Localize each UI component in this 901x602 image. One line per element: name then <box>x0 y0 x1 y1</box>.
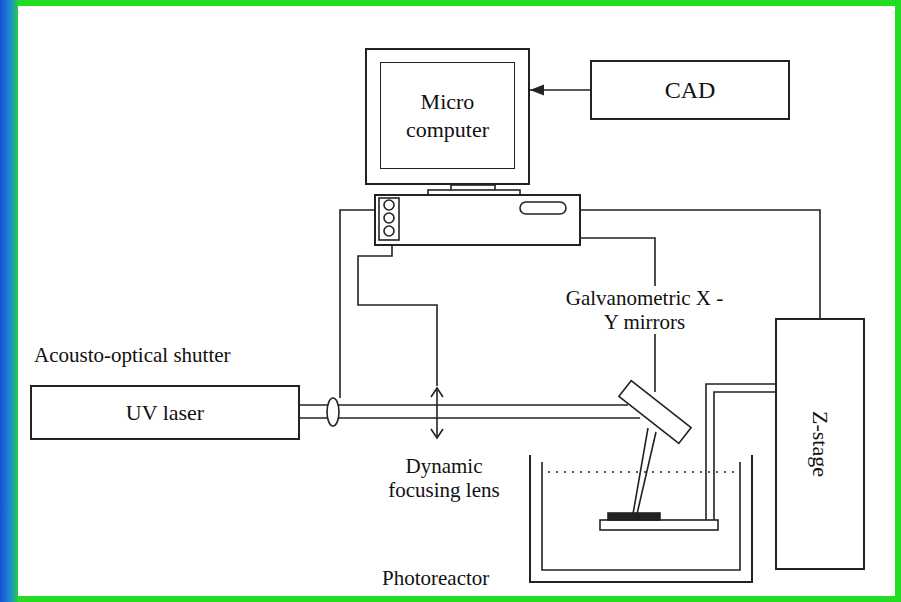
stage-box: Z-stage <box>775 318 865 570</box>
monitor-frame: Micro computer <box>365 48 530 185</box>
vessel <box>530 455 752 582</box>
focused-beam <box>637 432 656 514</box>
button-panel <box>379 198 399 240</box>
laser-beam <box>300 417 640 419</box>
frame-top <box>0 0 901 6</box>
button <box>384 213 394 223</box>
node-text: Z-stage <box>807 411 833 477</box>
part-label: Acousto-optical shutter <box>32 343 233 367</box>
node-text: UV laser <box>126 400 204 426</box>
device-box: CAD <box>590 60 790 120</box>
frame-left <box>0 0 18 602</box>
laser-beam <box>300 404 628 406</box>
frame-right <box>895 0 901 602</box>
part-label: Photoreactor <box>380 566 491 590</box>
platform <box>600 520 718 530</box>
system-unit <box>375 195 580 245</box>
part-label: Galvanometric X - Y mirrors <box>560 286 729 334</box>
built-part <box>608 513 660 520</box>
computer: Micro computer <box>365 48 580 245</box>
lens-symbol <box>436 390 438 436</box>
device-box: UV laser <box>30 385 300 440</box>
button <box>384 200 394 210</box>
vessel <box>542 462 740 570</box>
stage-arm <box>714 392 775 520</box>
node-text: Micro computer <box>391 88 504 143</box>
stage-arm <box>706 384 775 520</box>
monitor-screen: Micro computer <box>380 62 515 169</box>
lens-symbol <box>431 388 443 438</box>
part-label: Dynamic focusing lens <box>372 454 516 502</box>
data-arrow <box>530 89 590 91</box>
button <box>384 226 394 236</box>
drive-slot <box>520 202 566 214</box>
frame-bottom <box>0 596 901 602</box>
shutter-symbol <box>327 398 339 426</box>
node-text: CAD <box>665 77 716 104</box>
lens-wire <box>358 245 437 386</box>
